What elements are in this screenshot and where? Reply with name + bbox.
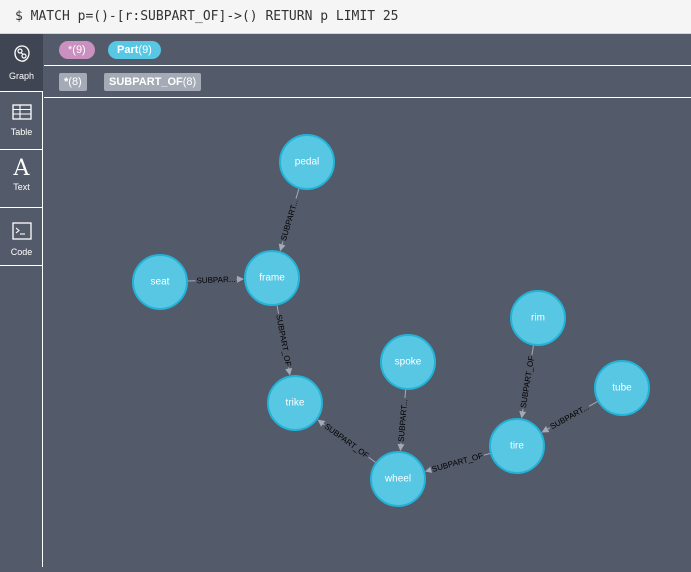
- view-sidebar: Graph Table A Text Code: [0, 34, 43, 567]
- node-circle[interactable]: [267, 375, 323, 431]
- relationship-label: SUBPART_OF: [431, 451, 484, 474]
- code-icon: [0, 222, 43, 245]
- relationship-label: SUBPART...: [279, 198, 300, 242]
- node-caption: pedal: [295, 157, 319, 168]
- relationship-seat-frame[interactable]: SUBPAR...: [187, 274, 245, 286]
- sidebar-item-label: Table: [10, 127, 33, 137]
- relationship-label: SUBPART...: [397, 399, 410, 442]
- query-bar[interactable]: $ MATCH p=()-[r:SUBPART_OF]->() RETURN p…: [0, 0, 691, 34]
- graph-canvas[interactable]: SUBPART... SUBPAR... SUBPART_OF SUBPART_OF S…: [44, 97, 691, 567]
- relationship-tube-tire[interactable]: SUBPART...: [541, 401, 598, 433]
- node-caption: tube: [612, 383, 632, 394]
- relationship-label-bg: [547, 402, 592, 432]
- node-caption: tire: [510, 441, 524, 452]
- graph-svg[interactable]: SUBPART... SUBPAR... SUBPART_OF SUBPART_OF S…: [44, 97, 691, 567]
- relationship-label: SUBPART_OF: [274, 314, 292, 367]
- node-caption: frame: [259, 273, 285, 284]
- relationship-arrowhead: [317, 419, 326, 427]
- node-label-part[interactable]: Part(9): [108, 41, 161, 59]
- node-circle[interactable]: [380, 334, 436, 390]
- node-circle[interactable]: [279, 134, 335, 190]
- relationship-label-bg: [429, 450, 486, 475]
- relationship-tire-wheel[interactable]: SUBPART_OF: [424, 450, 491, 475]
- rel-type-subpart-of[interactable]: SUBPART_OF(8): [104, 73, 202, 91]
- sidebar-item-label: Text: [13, 182, 30, 192]
- node-caption: rim: [531, 313, 545, 324]
- relationship-label: SUBPART_OF: [323, 422, 371, 461]
- label-name: *: [68, 44, 73, 56]
- node-seat[interactable]: seat: [132, 254, 188, 310]
- node-circle[interactable]: [510, 290, 566, 346]
- node-label-all[interactable]: *(9): [59, 41, 95, 59]
- relationship-arrowhead: [519, 410, 527, 419]
- relationship-frame-trike[interactable]: SUBPART_OF: [274, 305, 293, 376]
- node-circle[interactable]: [594, 360, 650, 416]
- node-caption: spoke: [395, 357, 422, 368]
- relationship-label: SUBPART...: [549, 403, 591, 432]
- rel-type-all[interactable]: *(8): [59, 73, 87, 91]
- node-circle[interactable]: [370, 451, 426, 507]
- text-icon: A: [13, 156, 30, 181]
- sidebar-item-table[interactable]: Table: [0, 92, 43, 150]
- node-tube[interactable]: tube: [594, 360, 650, 416]
- sidebar-item-label: Code: [10, 247, 33, 257]
- relationship-label-bg: [278, 197, 301, 243]
- relationship-arrowhead: [541, 426, 550, 433]
- query-text[interactable]: $ MATCH p=()-[r:SUBPART_OF]->() RETURN p…: [15, 9, 399, 24]
- node-circle[interactable]: [132, 254, 188, 310]
- node-wheel[interactable]: wheel: [370, 451, 426, 507]
- sidebar-item-graph[interactable]: Graph: [0, 34, 43, 92]
- sidebar-item-label: Graph: [8, 71, 34, 81]
- rel-type-count: (8): [182, 76, 197, 88]
- node-spoke[interactable]: spoke: [380, 334, 436, 390]
- sidebar-item-code[interactable]: Code: [0, 208, 43, 266]
- node-caption: trike: [286, 398, 305, 409]
- relationship-label: SUBPAR...: [196, 275, 235, 285]
- node-label-legend: *(9) Part(9): [44, 34, 691, 66]
- rel-type-name: SUBPART_OF: [109, 76, 183, 88]
- node-circle[interactable]: [244, 250, 300, 306]
- relationship-spoke-wheel[interactable]: SUBPART...: [396, 389, 410, 452]
- relationship-label-bg: [195, 274, 237, 286]
- relationship-label-bg: [274, 312, 293, 369]
- relationship-wheel-trike[interactable]: SUBPART_OF: [317, 419, 376, 463]
- node-caption: seat: [151, 277, 170, 288]
- relationship-rim-tire[interactable]: SUBPART_OF: [518, 345, 537, 419]
- label-name: Part: [117, 44, 139, 56]
- rel-type-name: *: [64, 76, 69, 88]
- node-circle[interactable]: [489, 418, 545, 474]
- table-icon: [0, 104, 43, 125]
- relationship-arrowhead: [397, 443, 405, 452]
- graph-icon: [0, 44, 43, 69]
- label-count: (9): [138, 44, 152, 56]
- relationship-label: SUBPART_OF: [519, 355, 536, 408]
- relationship-arrowhead: [236, 275, 245, 283]
- relationship-arrowhead: [285, 367, 293, 376]
- relationship-pedal-frame[interactable]: SUBPART...: [278, 188, 301, 252]
- relationship-type-legend: *(8) SUBPART_OF(8): [44, 66, 691, 98]
- sidebar-item-text[interactable]: A Text: [0, 150, 43, 208]
- node-pedal[interactable]: pedal: [279, 134, 335, 190]
- relationship-label-bg: [321, 421, 372, 461]
- node-trike[interactable]: trike: [267, 375, 323, 431]
- rel-type-count: (8): [68, 76, 82, 88]
- relationship-arrowhead: [278, 243, 286, 252]
- label-count: (9): [72, 44, 86, 56]
- node-rim[interactable]: rim: [510, 290, 566, 346]
- node-frame[interactable]: frame: [244, 250, 300, 306]
- node-tire[interactable]: tire: [489, 418, 545, 474]
- relationship-label-bg: [518, 354, 537, 410]
- relationship-label-bg: [396, 397, 410, 444]
- node-caption: wheel: [384, 474, 411, 485]
